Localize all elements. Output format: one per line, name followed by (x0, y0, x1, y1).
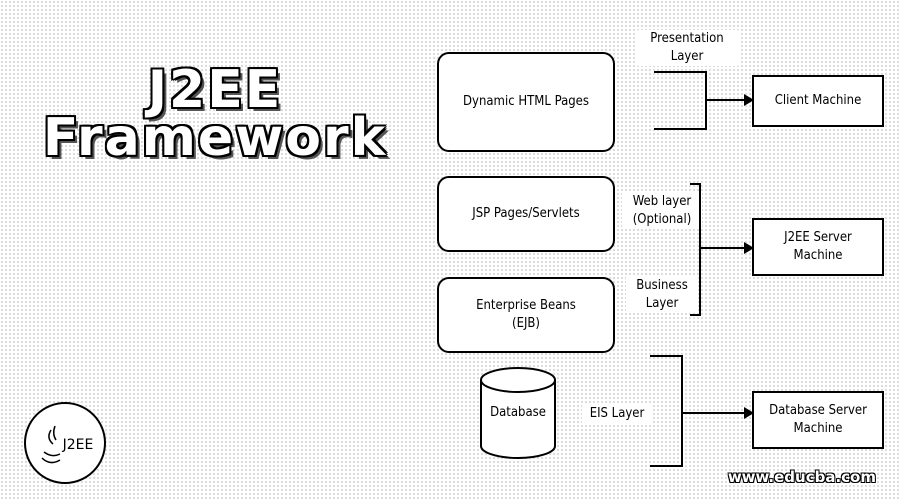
presentation-arrow-head (744, 94, 754, 106)
database-server-machine-box: Database Server Machine (752, 391, 884, 449)
eis-layer-label: EIS Layer (582, 405, 652, 424)
j2ee-server-machine-box: J2EE Server Machine (752, 218, 884, 276)
diagram-title-line2: Framework (42, 108, 388, 168)
database-label: Database (490, 405, 546, 420)
presentation-bracket-top (654, 71, 706, 73)
dynamic-html-pages-box: Dynamic HTML Pages (437, 52, 615, 152)
eis-bracket-vertical (681, 355, 683, 467)
logo-text: J2EE (62, 437, 94, 453)
eis-bracket-bottom (650, 465, 682, 467)
presentation-layer-label: Presentation Layer (635, 30, 739, 67)
server-arrow-line (700, 247, 744, 249)
presentation-arrow-line (706, 99, 744, 101)
client-machine-box: Client Machine (752, 75, 884, 127)
server-arrow-head (744, 242, 754, 254)
eis-arrow-line (682, 412, 744, 414)
watermark-text: www.educba.com (727, 468, 876, 486)
enterprise-beans-box: Enterprise Beans (EJB) (437, 277, 615, 353)
eis-arrow-head (744, 407, 754, 419)
eis-bracket-top (650, 355, 682, 357)
web-layer-label: Web layer (Optional) (622, 193, 702, 230)
server-bracket-top (690, 183, 700, 185)
jsp-servlets-box: JSP Pages/Servlets (437, 176, 615, 252)
server-bracket-bottom (690, 314, 700, 316)
presentation-bracket-bottom (654, 128, 706, 130)
j2ee-logo-icon: J2EE (24, 402, 106, 484)
diagram-title-line1: J2EE (147, 60, 283, 120)
server-bracket-vertical (699, 183, 701, 316)
business-layer-label: Business Layer (626, 277, 698, 314)
database-icon (480, 367, 556, 459)
